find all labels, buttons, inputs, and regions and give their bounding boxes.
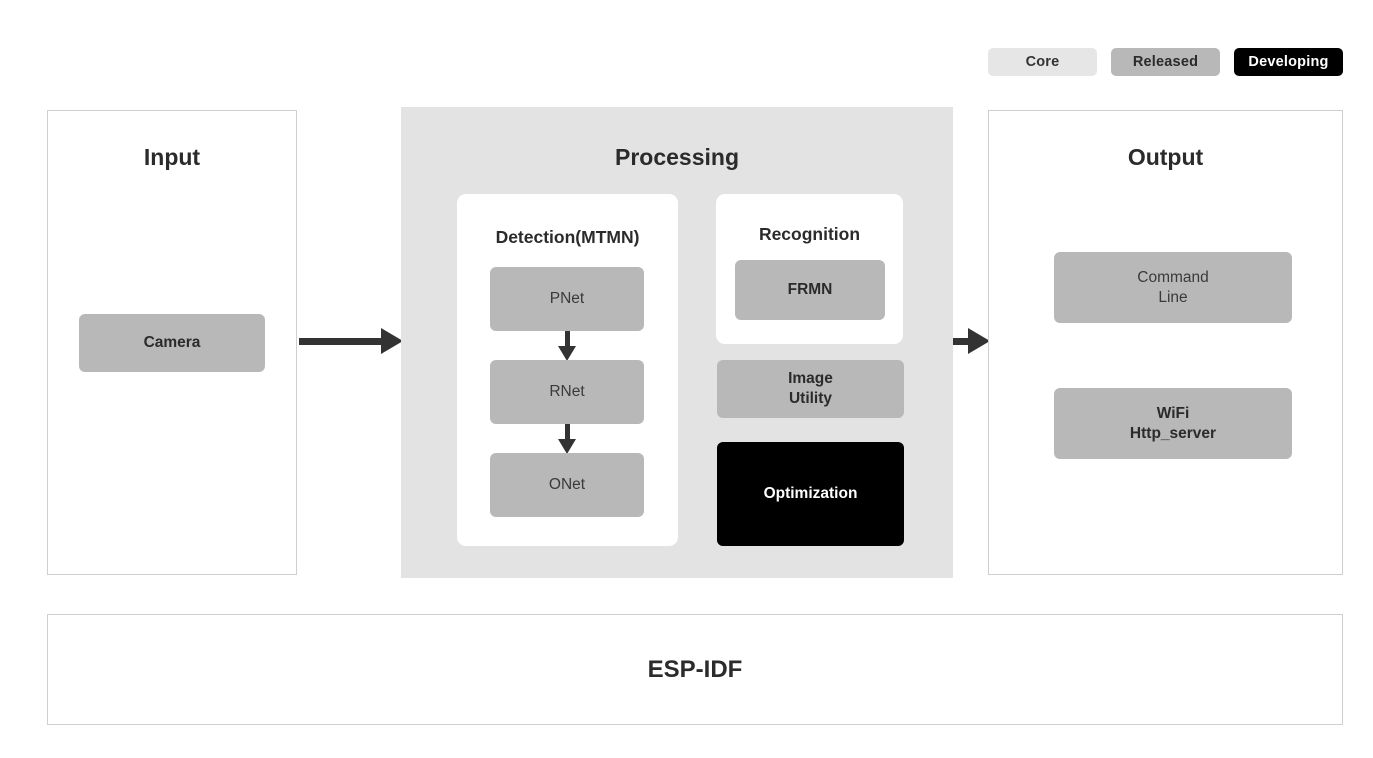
node-image-utility-label-line2: Utility bbox=[788, 390, 833, 407]
node-wifi-http-server[interactable]: WiFi Http_server bbox=[1054, 388, 1292, 459]
legend-chip-developing[interactable]: Developing bbox=[1234, 48, 1343, 76]
arrow-pnet-to-rnet-line bbox=[564, 331, 570, 349]
esp-idf-bar: ESP-IDF bbox=[47, 614, 1343, 725]
processing-panel: Processing Detection(MTMN) PNet RNet ONe… bbox=[401, 107, 953, 578]
node-command-line-label-line1: Command bbox=[1137, 268, 1209, 286]
node-pnet[interactable]: PNet bbox=[490, 267, 644, 331]
arrow-processing-to-output bbox=[953, 328, 990, 354]
input-panel: Input Camera bbox=[47, 110, 297, 575]
node-optimization[interactable]: Optimization bbox=[717, 442, 904, 546]
legend-chip-released[interactable]: Released bbox=[1111, 48, 1220, 76]
arrow-input-to-processing-line bbox=[299, 337, 383, 345]
arrow-input-to-processing bbox=[299, 328, 403, 354]
node-onet[interactable]: ONet bbox=[490, 453, 644, 517]
node-rnet[interactable]: RNet bbox=[490, 360, 644, 424]
legend-chip-released-label: Released bbox=[1132, 54, 1199, 70]
legend-chip-core[interactable]: Core bbox=[988, 48, 1097, 76]
recognition-card: Recognition FRMN bbox=[716, 194, 903, 344]
legend-chip-developing-label: Developing bbox=[1248, 54, 1329, 70]
node-camera[interactable]: Camera bbox=[79, 314, 265, 372]
node-command-line[interactable]: Command Line bbox=[1054, 252, 1292, 323]
legend: Core Released Developing bbox=[988, 48, 1343, 76]
input-panel-title: Input bbox=[143, 144, 201, 170]
arrow-processing-to-output-line bbox=[953, 337, 970, 345]
arrow-processing-to-output-head bbox=[968, 328, 990, 354]
node-wifi-http-server-label-line2: Http_server bbox=[1129, 424, 1217, 442]
arrow-rnet-to-onet-head bbox=[558, 439, 576, 454]
node-pnet-label: PNet bbox=[549, 290, 585, 308]
esp-idf-label: ESP-IDF bbox=[647, 655, 743, 683]
recognition-card-title: Recognition bbox=[758, 224, 861, 244]
arrow-rnet-to-onet bbox=[558, 424, 576, 454]
output-panel: Output Command Line WiFi Http_server bbox=[988, 110, 1343, 575]
arrow-pnet-to-rnet bbox=[558, 331, 576, 361]
node-image-utility-label-line1: Image bbox=[788, 370, 833, 388]
node-wifi-http-server-label-line1: WiFi bbox=[1156, 404, 1190, 422]
detection-card: Detection(MTMN) PNet RNet ONet bbox=[457, 194, 678, 546]
node-onet-label: ONet bbox=[548, 476, 586, 494]
arrow-pnet-to-rnet-head bbox=[558, 346, 576, 361]
output-panel-title: Output bbox=[1127, 144, 1204, 170]
node-optimization-label: Optimization bbox=[763, 485, 858, 503]
legend-chip-core-label: Core bbox=[1025, 54, 1060, 70]
node-frmn-label: FRMN bbox=[787, 281, 833, 299]
node-image-utility[interactable]: Image Utility bbox=[717, 360, 904, 418]
arrow-rnet-to-onet-line bbox=[564, 424, 570, 442]
node-camera-label: Camera bbox=[143, 334, 201, 352]
arrow-input-to-processing-head bbox=[381, 328, 403, 354]
node-frmn[interactable]: FRMN bbox=[735, 260, 885, 320]
detection-card-title: Detection(MTMN) bbox=[495, 227, 640, 247]
processing-panel-title: Processing bbox=[615, 144, 739, 170]
node-command-line-label-line2: Line bbox=[1158, 288, 1188, 306]
node-rnet-label: RNet bbox=[549, 383, 585, 401]
